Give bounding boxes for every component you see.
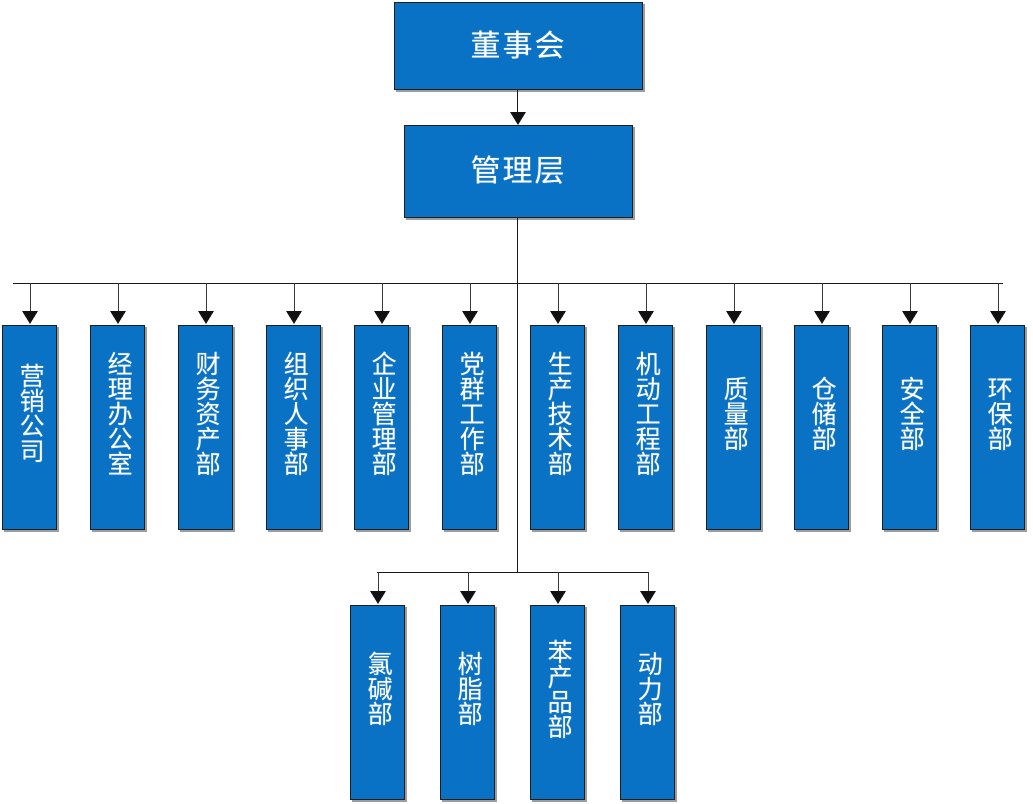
- arrowhead-department: [461, 311, 478, 324]
- node-production-unit-label: 树脂部: [454, 651, 482, 726]
- connector-department-drop: [469, 283, 471, 312]
- connector-department-bus: [13, 283, 1003, 284]
- arrowhead-department: [637, 311, 654, 324]
- connector-production-drop: [557, 572, 559, 592]
- arrowhead-department: [725, 311, 742, 324]
- node-department-label: 经理办公室: [104, 351, 132, 476]
- node-department-label: 党群工作部: [456, 351, 484, 476]
- node-department-label: 营销公司: [16, 363, 44, 463]
- node-department[interactable]: 营销公司: [2, 325, 57, 530]
- node-production-unit-label: 动力部: [634, 651, 662, 726]
- arrowhead-department: [989, 311, 1006, 324]
- node-department[interactable]: 生产技术部: [530, 325, 585, 530]
- node-department-label: 组织人事部: [280, 351, 308, 476]
- node-department-label: 财务资产部: [192, 351, 220, 476]
- arrowhead-department: [197, 311, 214, 324]
- node-department[interactable]: 安全部: [882, 325, 937, 530]
- connector-production-drop: [377, 572, 379, 592]
- arrowhead-department: [549, 311, 566, 324]
- connector-department-drop: [381, 283, 383, 312]
- node-department-label: 企业管理部: [368, 351, 396, 476]
- node-production-unit[interactable]: 树脂部: [440, 605, 495, 800]
- connector-department-drop: [645, 283, 647, 312]
- arrowhead-department: [285, 311, 302, 324]
- node-production-unit-label: 苯产品部: [544, 639, 572, 739]
- node-department[interactable]: 党群工作部: [442, 325, 497, 530]
- connector-department-drop: [733, 283, 735, 312]
- node-department-label: 生产技术部: [544, 351, 572, 476]
- connector-board-to-management: [517, 90, 518, 115]
- node-department[interactable]: 仓储部: [794, 325, 849, 530]
- node-department[interactable]: 财务资产部: [178, 325, 233, 530]
- arrowhead-department: [21, 311, 38, 324]
- node-department-label: 仓储部: [808, 376, 836, 451]
- connector-production-drop: [467, 572, 469, 592]
- node-production-unit[interactable]: 苯产品部: [530, 605, 585, 800]
- node-management-label: 管理层: [470, 155, 567, 188]
- connector-department-drop: [997, 283, 999, 312]
- connector-production-drop: [647, 572, 649, 592]
- arrowhead-production: [549, 591, 566, 604]
- connector-department-drop: [821, 283, 823, 312]
- node-production-unit[interactable]: 动力部: [620, 605, 675, 800]
- node-management[interactable]: 管理层: [404, 125, 633, 218]
- connector-department-drop: [293, 283, 295, 312]
- arrowhead-management: [510, 112, 526, 125]
- node-department[interactable]: 质量部: [706, 325, 761, 530]
- arrowhead-production: [639, 591, 656, 604]
- node-department-label: 安全部: [896, 376, 924, 451]
- node-department-label: 质量部: [720, 376, 748, 451]
- arrowhead-production: [369, 591, 386, 604]
- node-department[interactable]: 环保部: [970, 325, 1025, 530]
- node-department[interactable]: 企业管理部: [354, 325, 409, 530]
- arrowhead-department: [813, 311, 830, 324]
- node-board[interactable]: 董事会: [394, 2, 643, 90]
- node-board-label: 董事会: [470, 29, 567, 63]
- connector-production-bus: [377, 572, 648, 573]
- connector-management-trunk: [517, 218, 518, 573]
- node-department[interactable]: 经理办公室: [90, 325, 145, 530]
- connector-department-drop: [117, 283, 119, 312]
- node-production-unit-label: 氯碱部: [364, 651, 392, 726]
- arrowhead-department: [373, 311, 390, 324]
- connector-department-drop: [557, 283, 559, 312]
- node-department-label: 机动工程部: [632, 351, 660, 476]
- connector-department-drop: [909, 283, 911, 312]
- node-department[interactable]: 机动工程部: [618, 325, 673, 530]
- connector-department-drop: [205, 283, 207, 312]
- node-production-unit[interactable]: 氯碱部: [350, 605, 405, 800]
- node-department[interactable]: 组织人事部: [266, 325, 321, 530]
- node-department-label: 环保部: [984, 376, 1012, 451]
- arrowhead-production: [459, 591, 476, 604]
- arrowhead-department: [109, 311, 126, 324]
- arrowhead-department: [901, 311, 918, 324]
- connector-department-drop: [29, 283, 31, 312]
